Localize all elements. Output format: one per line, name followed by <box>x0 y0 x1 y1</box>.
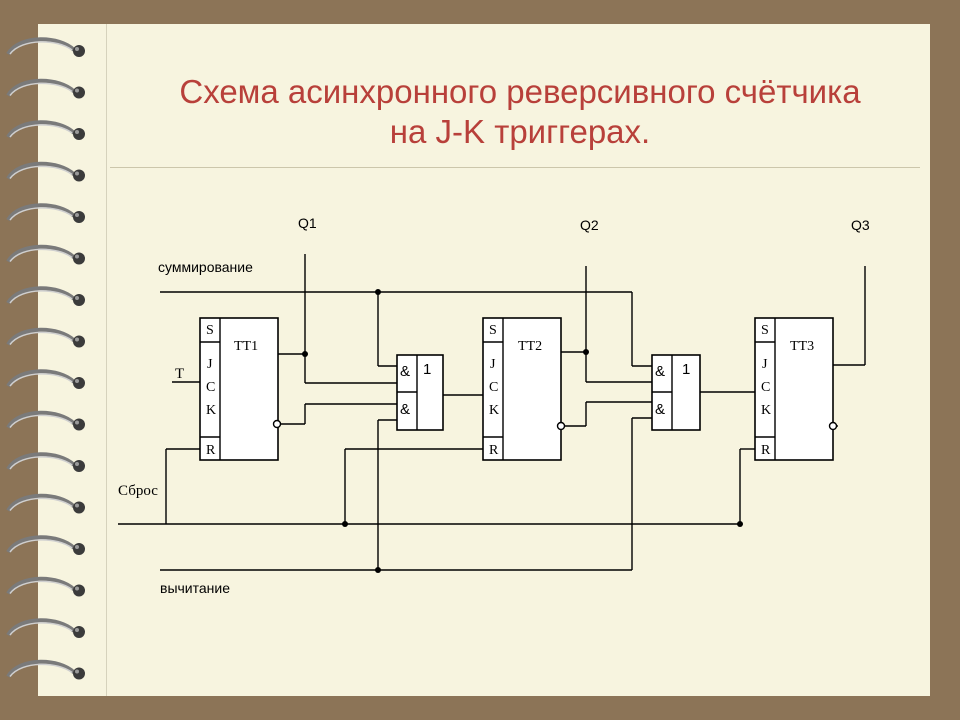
flipflop-tt1: TT1 S J C K R <box>199 317 282 461</box>
flipflop-tt2-pin-s: S <box>489 323 497 338</box>
spiral-ring <box>6 493 85 514</box>
output-q1-label: Q1 <box>298 215 317 231</box>
sum-bus-label: суммирование <box>158 259 253 275</box>
flipflop-tt3-pin-c: C <box>761 380 770 395</box>
logic-gate-block-2: & & 1 <box>651 354 701 431</box>
gate2-or-label: 1 <box>682 361 690 378</box>
spiral-ring <box>6 37 85 57</box>
title-divider <box>110 167 920 168</box>
flipflop-tt2-pin-r: R <box>489 443 499 458</box>
gate2-and-top-label: & <box>655 363 665 380</box>
flipflop-tt1-pin-s: S <box>206 323 214 338</box>
flipflop-tt2: TT2 S J C K R <box>482 317 566 461</box>
sub-bus-label: вычитание <box>160 580 230 596</box>
flipflop-tt3-pin-s: S <box>761 323 769 338</box>
flipflop-tt2-pin-c: C <box>489 380 498 395</box>
flipflop-tt3-pin-r: R <box>761 443 771 458</box>
flipflop-tt1-pin-c: C <box>206 380 215 395</box>
flipflop-tt3-name: TT3 <box>790 339 814 354</box>
gate2-and-bottom-label: & <box>655 401 665 418</box>
flipflop-tt1-pin-r: R <box>206 443 216 458</box>
flipflop-tt3: TT3 S J C K R <box>754 317 838 461</box>
spiral-ring <box>6 203 85 223</box>
page-margin-line <box>106 24 107 696</box>
spiral-ring <box>6 410 85 431</box>
flipflop-tt2-name: TT2 <box>518 339 542 354</box>
output-q3-label: Q3 <box>851 217 870 233</box>
spiral-ring <box>6 286 85 306</box>
spiral-binding <box>6 37 85 680</box>
spiral-ring <box>6 535 85 555</box>
spiral-ring <box>6 161 85 182</box>
gate1-or-label: 1 <box>423 361 431 378</box>
title-line-2: на J-K триггерах. <box>389 113 651 150</box>
junction-dots <box>302 289 743 573</box>
spiral-ring <box>6 618 85 638</box>
spiral-ring <box>6 120 85 140</box>
spiral-ring <box>6 78 85 99</box>
spiral-ring <box>6 244 85 265</box>
gate1-and-top-label: & <box>400 363 410 380</box>
flipflop-tt1-pin-j: J <box>207 357 213 372</box>
logic-gate-block-1: & & 1 <box>396 354 444 431</box>
clock-input-label: T <box>175 366 184 382</box>
spiral-ring <box>6 369 85 389</box>
spiral-ring <box>6 327 85 348</box>
flipflop-tt1-name: TT1 <box>234 339 258 354</box>
flipflop-tt1-pin-k: K <box>206 403 216 418</box>
flipflop-tt3-pin-k: K <box>761 403 771 418</box>
spiral-ring <box>6 659 85 680</box>
wires <box>118 254 866 571</box>
slide-title: Схема асинхронного реверсивного счётчика… <box>110 72 930 152</box>
spiral-ring <box>6 576 85 597</box>
flipflop-tt2-pin-k: K <box>489 403 499 418</box>
gate1-and-bottom-label: & <box>400 401 410 418</box>
spiral-ring <box>6 452 85 472</box>
flipflop-tt2-pin-j: J <box>490 357 496 372</box>
reset-label: Сброс <box>118 483 158 499</box>
flipflop-tt3-pin-j: J <box>762 357 768 372</box>
output-q2-label: Q2 <box>580 217 599 233</box>
title-line-1: Схема асинхронного реверсивного счётчика <box>179 73 861 110</box>
